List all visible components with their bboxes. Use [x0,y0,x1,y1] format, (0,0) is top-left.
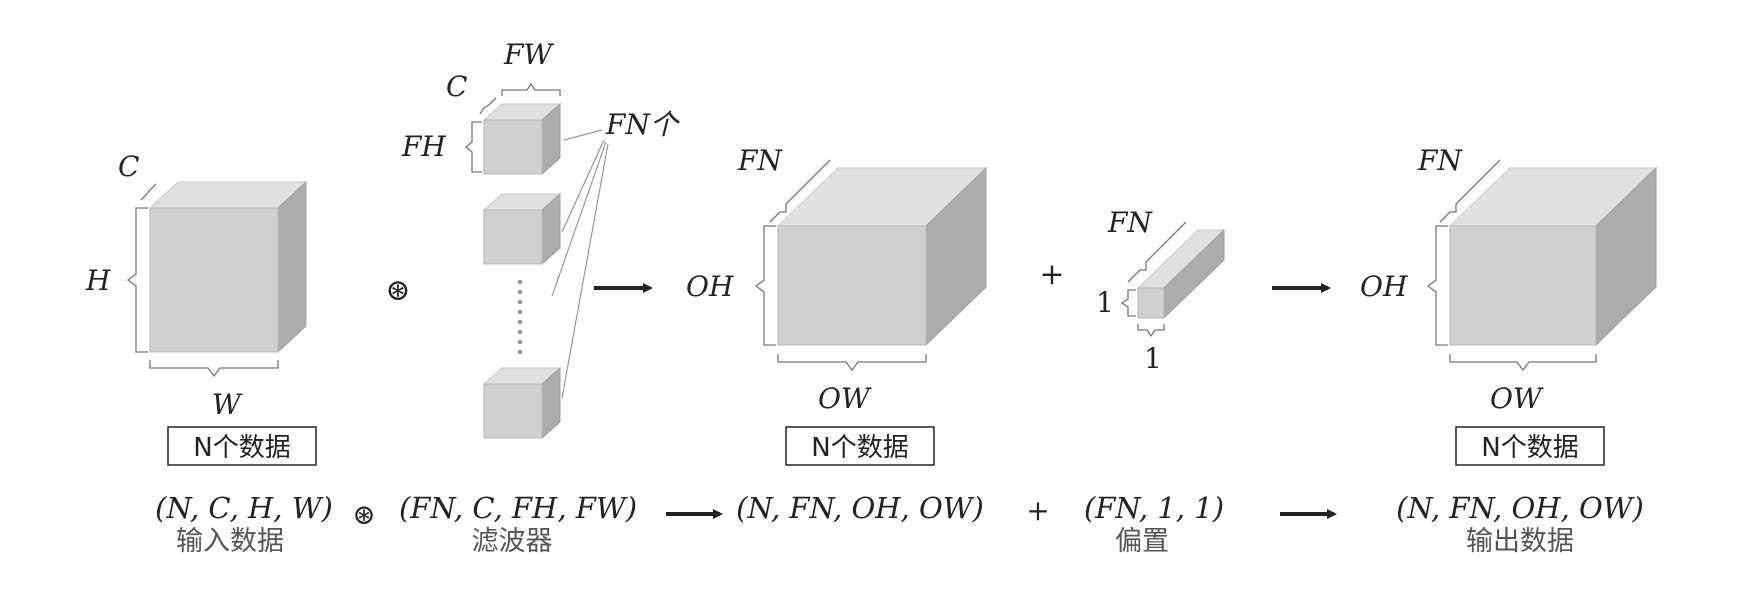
conv-output-cube [776,166,988,347]
input-channel-brace [140,183,157,201]
conv-output-caption: N个数据 [811,433,908,463]
final-output-channel-label: FN [1417,144,1463,177]
formula-output-name: 输出数据 [1466,526,1574,557]
plus-operator: + [1039,257,1064,292]
input-width-brace [149,360,279,378]
bias-width-label: 1 [1144,342,1162,375]
filter-channel-brace [479,97,497,115]
filter-height-label: FH [401,130,446,163]
filter-count-pointer-lines [551,129,609,399]
conv-output-height-brace [754,225,776,346]
formula-plus-operator: + [1026,494,1049,527]
input-height-brace [126,207,148,353]
filter-ellipsis-dots [517,279,523,355]
final-output-height-brace [1426,225,1448,346]
filter-width-label: FW [503,38,554,71]
formula-filter-name: 滤波器 [472,526,553,557]
final-output-height-label: OH [1360,270,1408,303]
bias-height-label: 1 [1096,286,1114,319]
filter-channel-label: C [446,70,467,103]
formula-input-name: 输入数据 [176,526,284,557]
conv-output-width-label: OW [818,382,872,415]
conv-output-channel-label: FN [737,144,783,177]
conv-output-channel-brace [769,159,831,223]
final-output-channel-brace [1439,159,1501,223]
formula-conv-operator: ⊛ [352,498,375,531]
filter-cube-last [482,366,562,440]
input-width-label: W [212,388,243,421]
filter-height-brace [464,121,482,173]
bias-width-brace [1137,324,1165,338]
conv-output-height-label: OH [686,270,734,303]
formula-bias-name: 偏置 [1115,526,1169,557]
input-channel-label: C [118,150,139,183]
filter-count-label: FN个 [605,108,681,141]
input-caption: N个数据 [193,433,290,463]
final-output-caption: N个数据 [1481,433,1578,463]
formula-bias-shape: (FN, 1, 1) [1084,491,1224,525]
filter-width-brace [501,82,561,96]
conv-output-width-brace [777,354,927,372]
formula-conv-output-shape: (N, FN, OH, OW) [736,491,984,525]
bias-height-brace [1120,289,1136,317]
input-caption-box [167,426,317,466]
formula-output-shape: (N, FN, OH, OW) [1396,491,1644,525]
final-output-cube [1448,166,1658,347]
bias-channel-brace [1127,221,1187,283]
formula-input-shape: (N, C, H, W) [155,491,333,525]
formula-filter-shape: (FN, C, FH, FW) [399,491,637,525]
bias-bar [1136,228,1226,320]
bias-channel-label: FN [1107,206,1153,239]
shape-formula-row: (N, C, H, W) 输入数据 ⊛ (FN, C, FH, FW) 滤波器 … [155,491,1644,557]
convolution-operator: ⊛ [385,273,410,308]
filter-cube-2 [482,192,562,266]
filter-cube-1 [482,102,562,176]
final-output-width-brace [1449,354,1597,372]
input-height-label: H [85,264,111,297]
final-output-width-label: OW [1490,382,1544,415]
conv-output-caption-box [785,426,935,466]
input-data-cube [148,180,308,354]
final-output-caption-box [1455,426,1605,466]
